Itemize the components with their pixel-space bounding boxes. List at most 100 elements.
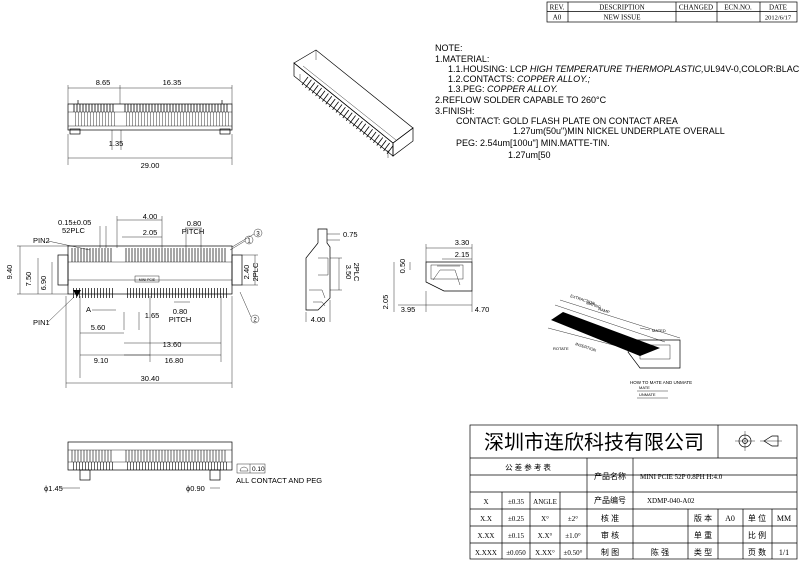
side-plc: 2PLC [352, 263, 361, 282]
changed-header: CHANGED [679, 4, 713, 12]
bottom-dim-090: ϕ0.90 [186, 484, 205, 493]
front-dim-690: 6.90 [39, 276, 48, 291]
pages-value: 1/1 [779, 548, 789, 557]
front-dim-tip: 0.15±0.05 [58, 218, 91, 227]
front-dim-080-top: 0.80 [187, 219, 202, 228]
tolerance-cell: ±0.050 [506, 549, 526, 557]
front-dim-080-bot: 0.80 [173, 307, 188, 316]
bottom-caption: ALL CONTACT AND PEG [236, 476, 322, 485]
type-label: 类 型 [694, 547, 712, 557]
notes-contact-nickel: 1.27um(50u")MIN NICKEL UNDERPLATE OVERAL… [513, 126, 725, 136]
tolerance-cell: X.XXX [475, 549, 497, 557]
notes-peg-nickel: 1.27um[50 [508, 150, 551, 160]
notes-title: NOTE: [435, 43, 463, 53]
tolerance-cell: ANGLE [533, 498, 557, 506]
notes-peg-finish: PEG: 2.54um[100u"] MIN.MATTE-TIN. [456, 138, 610, 148]
tolerance-cell: X.X [480, 515, 492, 523]
tolerance-cell: ±2° [568, 515, 578, 523]
unmate-legend: UNMATE [639, 392, 656, 397]
version-value: A0 [725, 514, 735, 523]
top-dim-left: 8.65 [96, 78, 111, 87]
front-dim-1680: 16.80 [165, 356, 184, 365]
front-dim-940: 9.40 [5, 265, 14, 280]
side-dim-350: 3.50 [344, 265, 353, 280]
front-dim-560: 5.60 [91, 323, 106, 332]
section-dim-205: 2.05 [381, 295, 390, 310]
section-dim-395: 3.95 [401, 305, 416, 314]
tolerance-label: 公 差 参 考 表 [505, 462, 551, 472]
notes-reflow: 2.REFLOW SOLDER CAPABLE TO 260°C [435, 95, 607, 105]
front-dim-205: 2.05 [143, 228, 158, 237]
flatness-value: 0.10 [252, 466, 265, 473]
front-dim-750: 7.50 [24, 272, 33, 287]
mating-view: EXTRACTION MATING RAMP MATED INSERTION R… [547, 293, 692, 399]
ecn-header: ECN.NO. [724, 4, 752, 12]
pages-label: 页 数 [748, 547, 766, 557]
tolerance-cell: ±0.50° [564, 549, 583, 557]
section-view: 3.30 2.15 0.50 2.05 3.95 4.70 [381, 238, 489, 314]
mate-note: HOW TO MATE AND UNMATE [630, 380, 692, 385]
datum-a: A [86, 305, 91, 314]
unit-value: MM [777, 514, 791, 523]
check-label: 核 准 [601, 513, 619, 523]
date-header: DATE [769, 4, 787, 12]
tolerance-cell: X.X° [538, 532, 553, 540]
tolerance-cell: X.XX° [535, 549, 555, 557]
side-view: 0.75 3.50 2PLC 4.00 [305, 228, 361, 324]
drafter-label: 制 图 [601, 547, 619, 557]
tolerance-cell: ±0.15 [508, 532, 525, 540]
date-value: 2012/6/17 [765, 15, 792, 22]
top-dim-right: 16.35 [163, 78, 182, 87]
section-dim-470: 4.70 [475, 305, 490, 314]
description-value: NEW ISSUE [603, 14, 640, 22]
front-dim-240: 2.40 [242, 265, 251, 280]
rev-value: A0 [553, 14, 562, 22]
product-no-label: 产品编号 [594, 495, 626, 505]
front-pitch-bot: PITCH [169, 315, 192, 324]
notes-contacts: 1.2.CONTACTS: COPPER ALLOY.; [448, 74, 591, 84]
tolerance-cell: ±0.25 [508, 515, 525, 523]
top-view-contacts [73, 104, 229, 126]
notes-housing: 1.1.HOUSING: LCP HIGH TEMPERATURE THERMO… [448, 64, 800, 74]
bottom-view: ϕ1.45 ϕ0.90 0.10 ALL CONTACT AND PEG [44, 441, 322, 493]
notes-contact-finish: CONTACT: GOLD FLASH PLATE ON CONTACT ARE… [456, 116, 678, 126]
front-marking: MINI PCIE [139, 278, 156, 282]
pin1-label: PIN1 [33, 318, 50, 327]
tolerance-cell: X [483, 498, 488, 506]
product-name: MINI PCIE 52P 0.8PH H:4.0 [640, 473, 723, 481]
bottom-view-contacts [71, 450, 227, 470]
front-plc-2: 2PLC [251, 262, 260, 281]
callout-2: 2 [253, 318, 257, 324]
pin2-label: PIN2 [33, 236, 50, 245]
front-dim-1360: 13.60 [163, 340, 182, 349]
ramp-label: RAMP [598, 306, 611, 314]
front-view-contacts [71, 248, 227, 298]
front-pitch-top: PITCH [182, 227, 205, 236]
notes-peg: 1.3.PEG: COPPER ALLOY. [448, 84, 558, 94]
version-label: 版 本 [694, 513, 712, 523]
top-view: 8.65 16.35 1.35 29.00 [67, 78, 233, 170]
tolerance-cell: ±1.0° [565, 532, 581, 540]
front-dim-3040: 30.40 [141, 374, 160, 383]
front-dim-4: 4.00 [143, 212, 158, 221]
notes-finish-title: 3.FINISH: [435, 106, 475, 116]
weight-label: 单 重 [694, 530, 712, 540]
tolerance-cell: X.XX [478, 532, 495, 540]
callout-1: 1 [247, 239, 251, 245]
company-name: 深圳市连欣科技有限公司 [484, 431, 704, 454]
top-dim-total: 29.00 [141, 161, 160, 170]
unit-label: 单 位 [748, 513, 766, 523]
revision-block: REV. DESCRIPTION CHANGED ECN.NO. DATE A0… [546, 1, 798, 23]
callout-3: 3 [256, 232, 260, 238]
product-name-label: 产品名称 [594, 471, 626, 481]
rotate-label: ROTATE [553, 346, 569, 351]
rev-header: REV. [550, 4, 565, 12]
side-dim-400: 4.00 [311, 315, 326, 324]
notes: NOTE: 1.MATERIAL: 1.1.HOUSING: LCP HIGH … [435, 43, 800, 160]
isometric-view [293, 49, 414, 158]
isometric-contacts [301, 76, 394, 154]
scale-label: 比 例 [748, 530, 766, 540]
description-header: DESCRIPTION [599, 4, 645, 12]
tolerance-cell: ±0.35 [508, 498, 525, 506]
